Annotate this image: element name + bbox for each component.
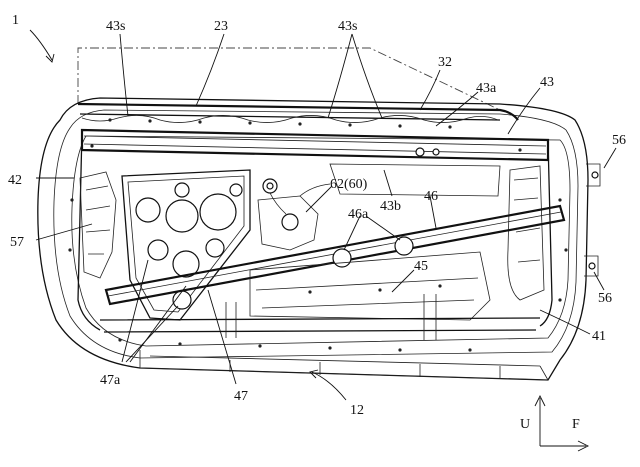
inner-lower-panel-45-line — [255, 277, 479, 309]
label-41: 41 — [592, 329, 606, 344]
leader-43s-right-a — [327, 33, 353, 119]
leader-62 — [305, 185, 333, 213]
axis-up-label: U — [520, 417, 530, 432]
lower-brackets — [225, 294, 437, 340]
guide-hole-2 — [432, 148, 440, 156]
glass-guide-43b — [329, 163, 501, 197]
leader-46a-a — [343, 215, 361, 251]
hinge-tab-top — [586, 163, 601, 187]
upper-beam-43 — [80, 128, 550, 162]
label-43: 43 — [540, 75, 554, 90]
label-43s-right: 43s — [338, 19, 357, 34]
plate-hole-3 — [199, 193, 237, 231]
right-end-mechanism — [513, 177, 541, 263]
leader-56-top — [603, 147, 617, 169]
label-47: 47 — [234, 389, 248, 404]
axis-front-head — [577, 440, 590, 452]
belt-reinforcement-top — [77, 102, 519, 121]
label-43a: 43a — [476, 81, 497, 96]
motor-gear-inner — [266, 182, 274, 190]
plate-hole-1 — [135, 197, 161, 223]
right-end-detail — [507, 165, 545, 301]
label-47a: 47a — [100, 373, 121, 388]
hinge-tab-bottom — [584, 255, 599, 277]
beam-bead-2 — [394, 236, 414, 256]
outer-door-panel — [37, 97, 589, 381]
beam-bead-1 — [332, 248, 352, 268]
label-56-bottom: 56 — [598, 291, 612, 306]
hinge-bolt-top — [591, 171, 599, 179]
leader-43a — [435, 91, 479, 127]
label-1: 1 — [12, 13, 19, 28]
lower-hem-lines — [229, 360, 501, 379]
leader-12-arrow — [309, 369, 319, 379]
leader-47a-a — [121, 259, 149, 363]
label-46: 46 — [424, 189, 438, 204]
leader-1 — [29, 29, 53, 61]
inner-lower-panel-45 — [249, 251, 491, 321]
leader-46a-b — [365, 215, 401, 241]
axis-up-head — [534, 394, 546, 407]
leader-43s-right-b — [351, 33, 383, 119]
plate-hole-6 — [205, 238, 225, 258]
leader-47a-c — [129, 285, 187, 363]
leader-46 — [429, 195, 437, 229]
label-43s-left: 43s — [106, 19, 125, 34]
regulator-plate-47-inner — [127, 175, 245, 313]
inner-door-edge — [53, 109, 579, 359]
axis-front-label: F — [572, 417, 580, 432]
leader-56-bottom — [593, 271, 605, 291]
leader-43 — [507, 87, 541, 135]
lock-module-57 — [79, 171, 117, 279]
plate-hole-2 — [165, 199, 199, 233]
lower-hem — [139, 350, 549, 381]
right-end-wall — [539, 139, 553, 327]
label-57: 57 — [10, 235, 24, 250]
leader-47 — [207, 289, 237, 385]
plate-hole-8 — [174, 182, 190, 198]
weld-points — [68, 118, 568, 352]
label-42: 42 — [8, 173, 22, 188]
leader-12 — [311, 371, 347, 401]
label-23: 23 — [214, 19, 228, 34]
belt-reinforcement-lower — [79, 113, 501, 121]
plate-hole-5 — [172, 250, 200, 278]
leader-1-arrow — [45, 53, 55, 63]
upper-beam-43-inner — [83, 135, 547, 155]
label-62: 62(60) — [330, 177, 368, 192]
label-46a: 46a — [348, 207, 369, 222]
label-45: 45 — [414, 259, 428, 274]
label-32: 32 — [438, 55, 452, 70]
motor-cable — [269, 183, 331, 215]
leader-41 — [539, 309, 591, 335]
label-12: 12 — [350, 403, 364, 418]
plate-hole-9 — [229, 183, 243, 197]
leader-32 — [419, 69, 441, 111]
lock-module-57-detail — [85, 185, 111, 255]
label-43b: 43b — [380, 199, 401, 214]
belt-wave — [81, 115, 499, 123]
leader-43s-left — [119, 33, 129, 117]
leader-47a-b — [125, 305, 179, 363]
hinge-bolt-bottom — [588, 262, 596, 270]
guide-hole-1 — [415, 147, 425, 157]
leader-43b — [383, 169, 393, 197]
leader-23 — [195, 33, 225, 107]
left-end-wall — [77, 129, 101, 331]
label-56-top: 56 — [612, 133, 626, 148]
leader-45 — [391, 269, 415, 293]
lower-rail — [99, 317, 541, 333]
plate-hole-4 — [147, 239, 169, 261]
motor-hub — [281, 213, 299, 231]
window-outline-dashed — [77, 47, 501, 111]
inner-panel-flange — [71, 135, 571, 347]
diagonal-beam-46 — [104, 204, 566, 306]
leader-57 — [35, 223, 93, 241]
